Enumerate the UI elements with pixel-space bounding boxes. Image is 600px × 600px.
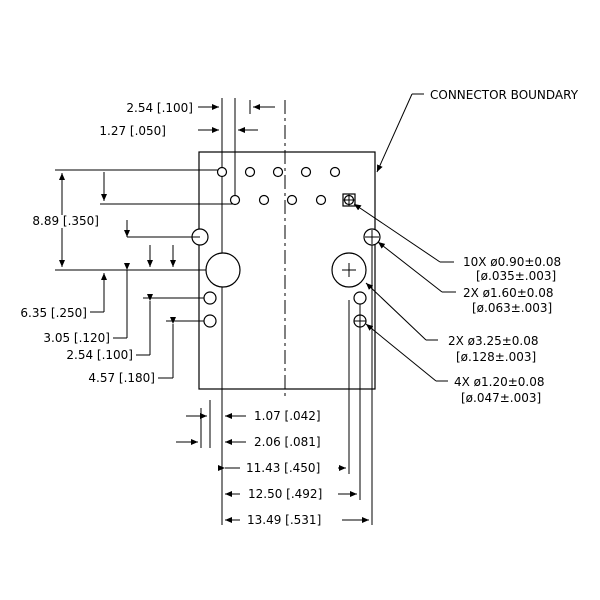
dim-8-89-label: 8.89 [.350] bbox=[32, 214, 99, 228]
dim-3-05: 3.05 [.120] bbox=[43, 220, 200, 345]
callout-10x-line2: [ø.035±.003] bbox=[476, 269, 556, 283]
callout-4x-line2: [ø.047±.003] bbox=[461, 391, 541, 405]
callout-4x-leader bbox=[365, 323, 448, 382]
led-holes bbox=[191, 228, 381, 246]
dim-8-89: 8.89 [.350] bbox=[32, 173, 99, 267]
callout-2x-1-60-text: 2X ø1.60±0.08 [ø.063±.003] bbox=[463, 286, 554, 315]
callout-2x-3-25-leader bbox=[365, 282, 438, 341]
dim-1-27-label: 1.27 [.050] bbox=[99, 124, 166, 138]
dim-2-54-mid: 2.54 [.100] bbox=[66, 245, 204, 362]
connector-boundary-label: CONNECTOR BOUNDARY bbox=[430, 88, 579, 102]
dim-2-06: 2.06 [.081] bbox=[176, 435, 321, 449]
callout-2x-3-25-line1: 2X ø3.25±0.08 bbox=[448, 334, 539, 348]
callout-10x-line1: 10X ø0.90±0.08 bbox=[463, 255, 561, 269]
connector-boundary-callout: CONNECTOR BOUNDARY bbox=[376, 88, 579, 173]
callout-2x-3-25-line2: [ø.128±.003] bbox=[456, 350, 536, 364]
callout-4x-text: 4X ø1.20±0.08 [ø.047±.003] bbox=[454, 375, 545, 405]
dim-1-07-label: 1.07 [.042] bbox=[254, 409, 321, 423]
callout-2x-1-60-leader bbox=[377, 241, 456, 293]
callout-2x-1-60-line2: [ø.063±.003] bbox=[472, 301, 552, 315]
dim-13-49: 13.49 [.531] bbox=[225, 513, 369, 527]
dim-1-27: 1.27 [.050] bbox=[99, 124, 258, 138]
dim-13-49-label: 13.49 [.531] bbox=[247, 513, 321, 527]
dim-11-43-label: 11.43 [.450] bbox=[246, 461, 320, 475]
dim-12-50: 12.50 [.492] bbox=[225, 487, 357, 501]
shield-holes bbox=[203, 291, 367, 328]
dim-2-54-mid-label: 2.54 [.100] bbox=[66, 348, 133, 362]
dim-11-43: 11.43 [.450] bbox=[218, 461, 346, 475]
dim-2-06-label: 2.06 [.081] bbox=[254, 435, 321, 449]
callout-10x-leader bbox=[353, 203, 454, 263]
dim-12-50-label: 12.50 [.492] bbox=[248, 487, 322, 501]
dim-4-57: 4.57 [.180] bbox=[88, 317, 204, 385]
pin-holes-top-row bbox=[216, 166, 341, 178]
dim-3-05-label: 3.05 [.120] bbox=[43, 331, 110, 345]
callout-2x-1-60-line1: 2X ø1.60±0.08 bbox=[463, 286, 554, 300]
dim-2-54-top: 2.54 [.100] bbox=[126, 100, 275, 115]
callout-2x-3-25-text: 2X ø3.25±0.08 [ø.128±.003] bbox=[448, 334, 539, 364]
pin-holes-second-row bbox=[229, 193, 356, 207]
mounting-holes bbox=[205, 252, 367, 288]
dim-4-57-label: 4.57 [.180] bbox=[88, 371, 155, 385]
dim-2-54-top-label: 2.54 [.100] bbox=[126, 101, 193, 115]
callout-10x-text: 10X ø0.90±0.08 [ø.035±.003] bbox=[463, 255, 561, 283]
callout-4x-line1: 4X ø1.20±0.08 bbox=[454, 375, 545, 389]
dim-1-07: 1.07 [.042] bbox=[186, 409, 321, 423]
dim-6-35: 6.35 [.250] bbox=[20, 172, 107, 320]
dim-6-35-label: 6.35 [.250] bbox=[20, 306, 87, 320]
